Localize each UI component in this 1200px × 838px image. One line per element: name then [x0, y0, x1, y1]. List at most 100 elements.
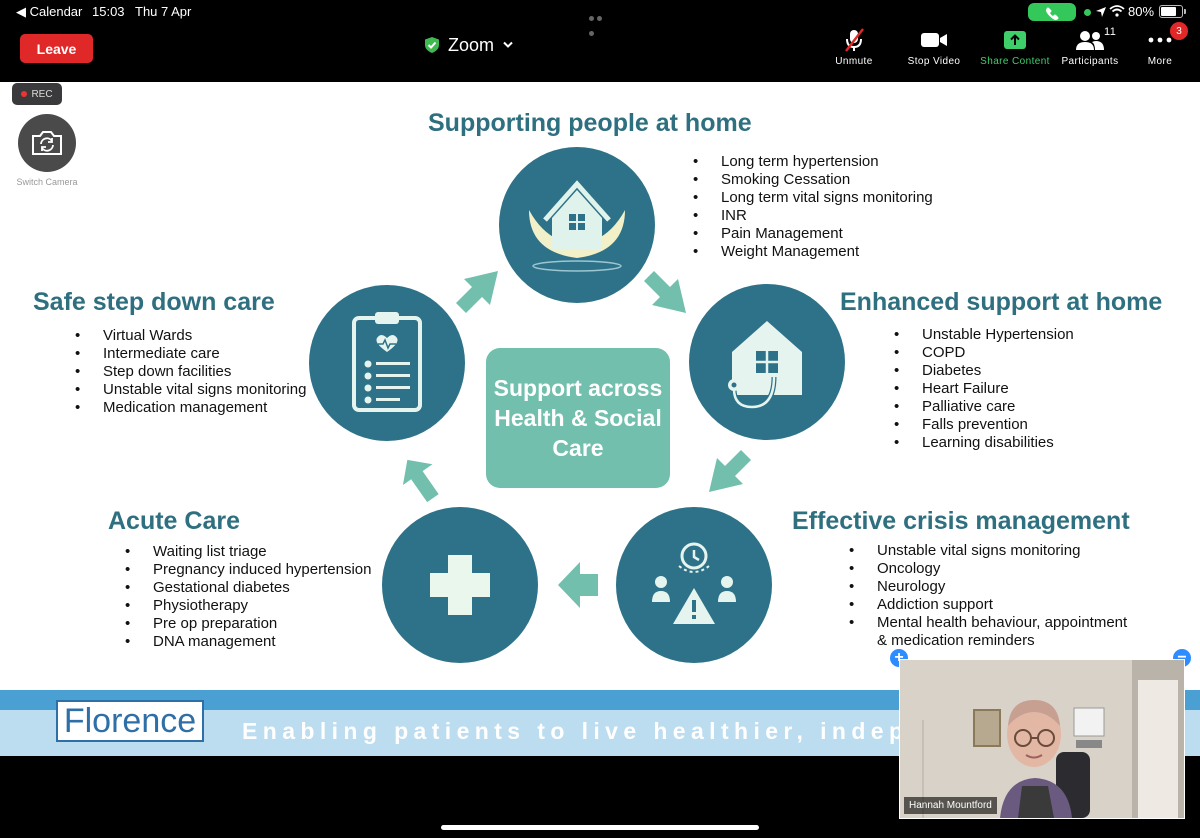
clipboard-checklist-icon — [352, 312, 422, 412]
record-dot-icon — [21, 91, 28, 97]
list-item: Weight Management — [693, 243, 933, 261]
switch-camera-icon — [32, 131, 62, 155]
back-to-app-link[interactable]: ◀ Calendar — [16, 4, 83, 19]
status-time: 15:03 — [92, 4, 125, 19]
circle-acute-care — [382, 507, 538, 663]
crisis-team-icon — [652, 542, 736, 624]
center-support-box: Support across Health & Social Care — [486, 348, 670, 488]
more-button[interactable]: More — [1140, 28, 1180, 67]
list-item: Neurology — [849, 578, 1127, 596]
cycle-arrow-icon — [456, 271, 498, 313]
chevron-down-icon — [503, 41, 513, 48]
list-supporting-home: Long term hypertension Smoking Cessation… — [693, 153, 933, 261]
camera-in-use-dot — [1084, 9, 1091, 16]
house-in-hands-icon — [529, 180, 625, 272]
list-step-down-care: Virtual Wards Intermediate care Step dow… — [75, 327, 306, 417]
list-item: Unstable Hypertension — [894, 326, 1074, 344]
stop-video-label: Stop Video — [907, 56, 961, 67]
more-dots-icon — [1148, 37, 1172, 43]
participant-name-label: Hannah Mountford — [904, 797, 997, 814]
more-label: More — [1147, 56, 1173, 67]
section-title-crisis-management: Effective crisis management — [792, 507, 1130, 535]
cycle-arrow-icon — [644, 271, 686, 313]
home-indicator[interactable] — [441, 825, 759, 830]
medical-cross-icon — [430, 555, 490, 615]
list-acute-care: Waiting list triage Pregnancy induced hy… — [125, 543, 371, 651]
share-content-button[interactable]: Share Content — [977, 28, 1053, 67]
meeting-title: Zoom — [448, 34, 495, 55]
participants-button[interactable]: 11 Participants — [1058, 26, 1122, 67]
list-item: Palliative care — [894, 398, 1074, 416]
participants-label: Participants — [1061, 56, 1119, 67]
list-item: Virtual Wards — [75, 327, 306, 345]
list-item: Diabetes — [894, 362, 1074, 380]
circle-supporting-home — [499, 147, 655, 303]
list-item: Pain Management — [693, 225, 933, 243]
active-call-indicator[interactable] — [1028, 3, 1076, 21]
participant-video-tile[interactable]: Hannah Mountford — [899, 659, 1185, 819]
list-item: Falls prevention — [894, 416, 1074, 434]
list-crisis-management: Unstable vital signs monitoring Oncology… — [849, 542, 1127, 650]
list-item: Smoking Cessation — [693, 171, 933, 189]
battery-percent: 80% — [1128, 4, 1155, 19]
rec-label: REC — [31, 88, 53, 100]
list-item-continuation-text: & medication reminders — [877, 632, 1035, 649]
florence-logo: Florence — [56, 700, 204, 742]
list-item: Heart Failure — [894, 380, 1074, 398]
unmute-label: Unmute — [835, 56, 873, 67]
circle-step-down-care — [309, 285, 465, 441]
list-item: Unstable vital signs monitoring — [849, 542, 1127, 560]
list-item: Long term vital signs monitoring — [693, 189, 933, 207]
wifi-icon — [1109, 5, 1125, 17]
microphone-muted-icon — [845, 28, 864, 52]
list-item: Pre op preparation — [125, 615, 371, 633]
list-item: Intermediate care — [75, 345, 306, 363]
leave-button[interactable]: Leave — [20, 34, 93, 63]
meeting-title-dropdown[interactable]: Zoom — [424, 34, 514, 56]
cycle-arrow-icon — [402, 459, 439, 502]
status-bar: ◀ Calendar 15:03 Thu 7 Apr 80% — [0, 0, 1200, 36]
location-arrow-icon — [1096, 7, 1106, 17]
list-item: Gestational diabetes — [125, 579, 371, 597]
section-title-step-down-care: Safe step down care — [33, 288, 275, 316]
list-item: Long term hypertension — [693, 153, 933, 171]
list-item: COPD — [894, 344, 1074, 362]
shield-check-icon — [425, 37, 439, 53]
stop-video-button[interactable]: Stop Video — [904, 28, 964, 67]
participants-icon — [1076, 31, 1104, 50]
unmute-button[interactable]: Unmute — [832, 28, 876, 67]
circle-enhanced-support — [689, 284, 845, 440]
list-item: Addiction support — [849, 596, 1127, 614]
list-item: DNA management — [125, 633, 371, 651]
list-item: Step down facilities — [75, 363, 306, 381]
status-date: Thu 7 Apr — [135, 4, 192, 19]
shared-slide: Support across Health & Social Care Supp… — [0, 82, 1200, 756]
list-enhanced-support: Unstable Hypertension COPD Diabetes Hear… — [894, 326, 1074, 452]
switch-camera-button[interactable] — [18, 114, 76, 172]
house-stethoscope-icon — [728, 321, 802, 410]
recording-indicator[interactable]: REC — [12, 83, 62, 105]
switch-camera-label: Switch Camera — [16, 177, 78, 187]
list-item: Pregnancy induced hypertension — [125, 561, 371, 579]
section-title-supporting-home: Supporting people at home — [428, 109, 752, 137]
participant-video-feed — [900, 660, 1184, 818]
list-item: Waiting list triage — [125, 543, 371, 561]
share-content-label: Share Content — [980, 56, 1050, 67]
list-item: INR — [693, 207, 933, 225]
cycle-arrow-icon — [709, 450, 751, 492]
share-screen-icon — [1004, 31, 1026, 49]
list-item-continuation: & medication reminders — [849, 632, 1127, 650]
video-camera-icon — [921, 33, 947, 47]
participants-count: 11 — [1104, 26, 1117, 38]
list-item: Medication management — [75, 399, 306, 417]
list-item: Mental health behaviour, appointment — [849, 614, 1127, 632]
more-notification-badge: 3 — [1170, 22, 1188, 40]
section-title-enhanced-support: Enhanced support at home — [840, 288, 1163, 316]
section-title-acute-care: Acute Care — [108, 507, 240, 535]
multitasking-dots-icon[interactable] — [589, 9, 611, 36]
list-item: Learning disabilities — [894, 434, 1074, 452]
battery-icon — [1159, 5, 1186, 18]
circle-crisis-management — [616, 507, 772, 663]
cycle-arrow-icon — [558, 562, 598, 608]
phone-icon — [1046, 7, 1059, 20]
